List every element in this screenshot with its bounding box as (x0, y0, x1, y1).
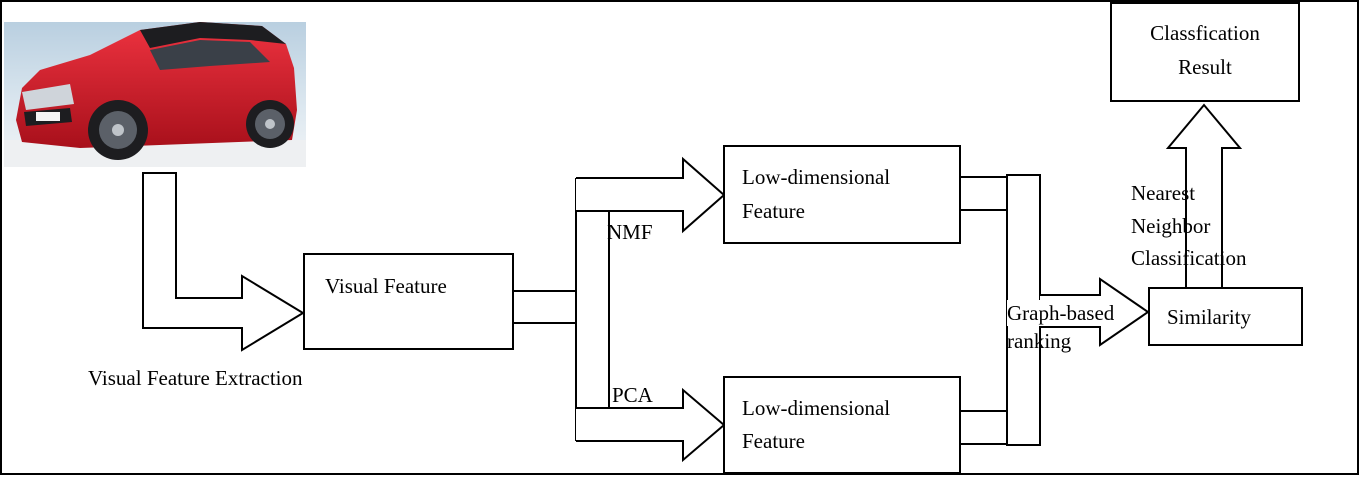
graph-label-line2: ranking (1007, 329, 1072, 353)
similarity-label: Similarity (1167, 305, 1251, 329)
nn-label-line1: Nearest (1131, 181, 1196, 205)
low-dim-top-line2: Feature (742, 199, 805, 223)
extraction-arrow (142, 172, 305, 352)
vf-connector (513, 290, 576, 324)
top-feature-connector (960, 176, 1007, 211)
extraction-label: Visual Feature Extraction (88, 366, 303, 390)
low-dim-bottom-line1: Low-dimensional (742, 396, 891, 420)
bottom-feature-connector (960, 410, 1007, 445)
low-dim-feature-bottom-box: Low-dimensional Feature (723, 376, 961, 474)
low-dim-top-line1: Low-dimensional (742, 165, 891, 189)
splitter-bar (575, 178, 610, 441)
pca-label: PCA (612, 383, 653, 407)
low-dim-bottom-line2: Feature (742, 429, 805, 453)
result-line1: Classfication (1150, 21, 1260, 45)
nn-label-line2: Neighbor (1131, 214, 1211, 238)
result-line2: Result (1178, 55, 1232, 79)
classification-result-box: Classfication Result (1110, 2, 1300, 102)
low-dim-feature-top-box: Low-dimensional Feature (723, 145, 961, 244)
nn-label-line3: Classification (1131, 246, 1247, 270)
nmf-label: NMF (607, 220, 653, 244)
similarity-box: Similarity (1148, 287, 1303, 346)
classification-arrow (1165, 103, 1243, 287)
car-image (4, 22, 306, 167)
visual-feature-box: Visual Feature (303, 253, 514, 350)
visual-feature-label: Visual Feature (325, 274, 447, 298)
graph-label-line1: Graph-based (1007, 300, 1115, 326)
